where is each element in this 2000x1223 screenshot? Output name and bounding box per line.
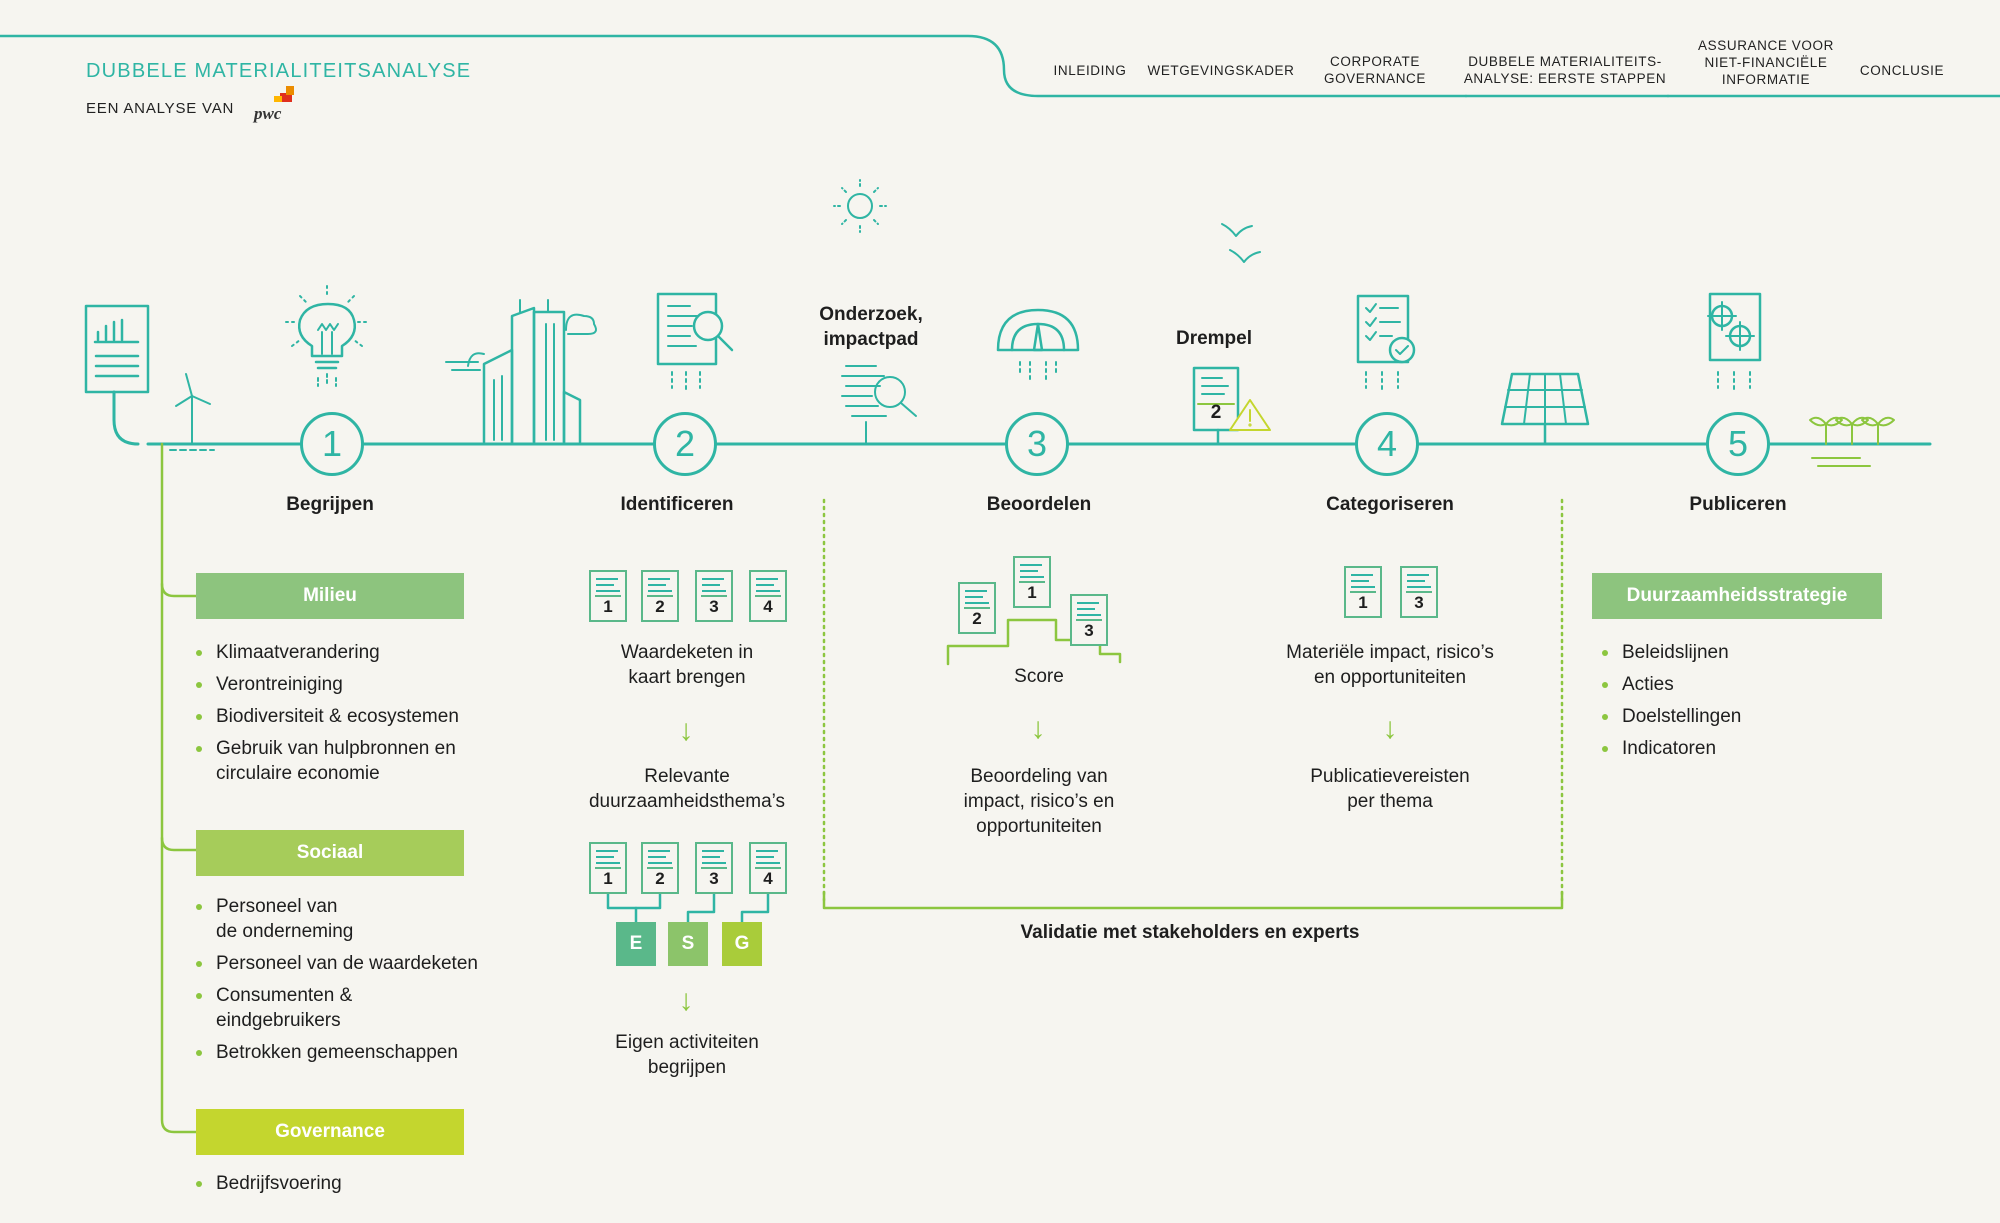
validation-bracket xyxy=(822,498,1564,910)
nav-wetgevingskader[interactable]: WETGEVINGSKADER xyxy=(1147,63,1295,78)
doc-icon: 2 xyxy=(641,842,679,894)
sprouts-icon xyxy=(1809,416,1895,467)
doc-icon: 2 xyxy=(958,582,996,634)
category-milieu: Milieu xyxy=(196,573,464,619)
step-1-label: Begrijpen xyxy=(286,494,374,515)
doc-icon: 3 xyxy=(1070,594,1108,646)
arrow-down-icon: ↓ xyxy=(1382,712,1398,745)
pwc-logo[interactable]: pwc xyxy=(250,86,306,124)
buildings-icon xyxy=(445,299,597,444)
doc-icon: 1 xyxy=(589,842,627,894)
esg-s-badge: S xyxy=(668,922,708,966)
duurzaamheidsstrategie-bar: Duurzaamheidsstrategie xyxy=(1592,573,1882,619)
list-item: Biodiversiteit & ecosystemen xyxy=(196,704,459,729)
arrow-down-icon: ↓ xyxy=(678,984,694,1017)
list-item: Gebruik van hulpbronnen en circulaire ec… xyxy=(196,736,459,786)
esg-g-badge: G xyxy=(722,922,762,966)
nav-conclusie[interactable]: CONCLUSIE xyxy=(1859,63,1945,78)
doc-icon: 1 xyxy=(1013,556,1051,608)
step-2-label: Identificeren xyxy=(620,494,734,515)
threshold-document-icon xyxy=(1192,366,1240,446)
list-item: Indicatoren xyxy=(1602,736,1741,761)
lightbulb-icon xyxy=(285,285,369,387)
step-4-label: Categoriseren xyxy=(1326,494,1454,515)
doc-icon: 3 xyxy=(695,570,733,622)
checklist-icon xyxy=(1356,294,1416,393)
nav-inleiding[interactable]: INLEIDING xyxy=(1053,63,1127,78)
beoordeling-text: Beoordeling van impact, risico’s en oppo… xyxy=(963,766,1115,837)
doc-icon: 2 xyxy=(641,570,679,622)
drempel-doc-number: 2 xyxy=(1210,402,1222,423)
list-item: Beleidslijnen xyxy=(1602,640,1741,665)
step-3-label: Beoordelen xyxy=(986,494,1092,515)
header-title: DUBBELE MATERIALITEITSANALYSE xyxy=(86,60,472,82)
step-2-circle: 2 xyxy=(653,412,717,476)
list-item: Personeel van de waardeketen xyxy=(196,951,478,976)
list-item: Verontreiniging xyxy=(196,672,459,697)
gauge-icon xyxy=(996,308,1080,383)
document-search-icon xyxy=(656,292,734,393)
esg-e-badge: E xyxy=(616,922,656,966)
list-item: Klimaatverandering xyxy=(196,640,459,665)
category-governance: Governance xyxy=(196,1109,464,1155)
validatie-label: Validatie met stakeholders en experts xyxy=(1020,922,1360,943)
publiceren-list: Beleidslijnen Acties Doelstellingen Indi… xyxy=(1602,640,1741,761)
sociaal-list: Personeel van de onderneming Personeel v… xyxy=(196,894,478,1065)
nav-corporate-governance[interactable]: CORPORATE GOVERNANCE xyxy=(1323,54,1427,86)
drempel-caption: Drempel xyxy=(1175,328,1253,349)
relevante-text: Relevante duurzaamheidsthema’s xyxy=(588,766,786,812)
publicatievereisten-text: Publicatievereisten per thema xyxy=(1310,766,1470,812)
score-text: Score xyxy=(1014,666,1064,687)
wind-turbine-icon xyxy=(169,373,215,451)
list-item: Betrokken gemeenschappen xyxy=(196,1040,478,1065)
doc-icon: 1 xyxy=(589,570,627,622)
list-item: Bedrijfsvoering xyxy=(196,1171,342,1196)
nav-dubbele-materialiteitsanalyse[interactable]: DUBBELE MATERIALITEITS- ANALYSE: EERSTE … xyxy=(1463,54,1667,86)
target-icon xyxy=(1707,292,1762,393)
milieu-list: Klimaatverandering Verontreiniging Biodi… xyxy=(196,640,459,786)
birds-icon xyxy=(1221,223,1261,263)
header-subtitle: EEN ANALYSE VAN xyxy=(86,100,235,117)
category-sociaal: Sociaal xyxy=(196,830,464,876)
doc-icon: 3 xyxy=(695,842,733,894)
step-1-circle: 1 xyxy=(300,412,364,476)
doc-icon: 3 xyxy=(1400,566,1438,618)
arrow-down-icon: ↓ xyxy=(678,714,694,747)
step-4-circle: 4 xyxy=(1355,412,1419,476)
doc-icon: 1 xyxy=(1344,566,1382,618)
nav-assurance[interactable]: ASSURANCE VOOR NIET-FINANCIËLE INFORMATI… xyxy=(1698,38,1834,87)
report-chart-icon xyxy=(84,304,150,394)
score-steps xyxy=(946,618,1122,666)
doc-icon: 4 xyxy=(749,842,787,894)
list-item: Personeel van de onderneming xyxy=(196,894,478,944)
esg-connectors xyxy=(606,892,770,924)
onderzoek-caption: Onderzoek, impactpad xyxy=(819,304,923,350)
sun-icon xyxy=(833,179,887,233)
step-3-circle: 3 xyxy=(1005,412,1069,476)
step-5-label: Publiceren xyxy=(1689,494,1787,515)
list-item: Acties xyxy=(1602,672,1741,697)
list-item: Doelstellingen xyxy=(1602,704,1741,729)
solar-panel-icon xyxy=(1500,372,1590,446)
governance-list: Bedrijfsvoering xyxy=(196,1171,342,1196)
arrow-down-icon: ↓ xyxy=(1030,712,1046,745)
doc-icon: 4 xyxy=(749,570,787,622)
step-5-circle: 5 xyxy=(1706,412,1770,476)
warning-icon xyxy=(1229,399,1271,431)
materiele-impact-text: Materiële impact, risico’s en opportunit… xyxy=(1286,642,1494,688)
waardeketen-text: Waardeketen in kaart brengen xyxy=(620,642,754,688)
research-search-icon xyxy=(841,365,917,445)
eigen-activiteiten-text: Eigen activiteiten begrijpen xyxy=(615,1032,759,1078)
list-item: Consumenten & eindgebruikers xyxy=(196,983,478,1033)
